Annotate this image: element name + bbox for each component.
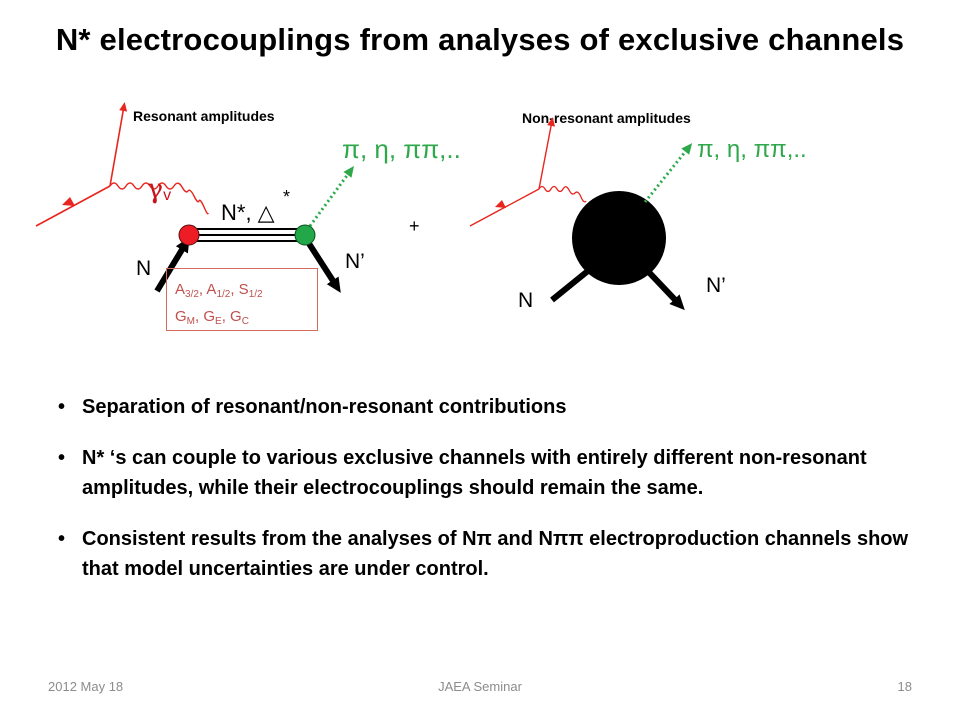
electron-out-line	[109, 102, 128, 187]
footer-page-number: 18	[897, 679, 912, 694]
nonresonant-blob	[572, 191, 666, 285]
products-label-nonresonant: π, η, ππ,..	[697, 136, 807, 163]
nucleon-in-line-nr	[550, 261, 600, 303]
virtual-photon-line-nr	[538, 185, 587, 203]
virtual-photon-line	[109, 182, 209, 215]
form-factor-g3: , G	[221, 308, 242, 325]
form-factor-e-sub: E	[215, 316, 222, 327]
amplitudes-line: A3/2, A1/2, S1/2	[175, 279, 317, 306]
nucleon-out-label: N’	[345, 250, 365, 273]
nucleon-in-label: N	[136, 257, 151, 280]
electron-in-arrow	[62, 197, 75, 206]
gamma-subscript: v	[163, 187, 171, 204]
electron-out-line-nr	[538, 117, 555, 190]
nonresonant-amplitudes-label: Non-resonant amplitudes	[522, 110, 691, 126]
vertex-red	[178, 224, 200, 246]
form-factor-m-sub: M	[186, 316, 196, 327]
coupling-a: A	[175, 281, 186, 298]
electron-in-line	[35, 185, 111, 227]
form-factor-g2: , G	[195, 308, 216, 325]
bullet-list: Separation of resonant/non-resonant cont…	[58, 392, 938, 605]
resonance-label: N*, △	[221, 200, 275, 225]
coupling-a2: , A	[198, 281, 217, 298]
feynman-diagrams: Resonant amplitudes γv N*, △ * N N’ π, η…	[35, 102, 807, 312]
bullet-item: Separation of resonant/non-resonant cont…	[58, 392, 938, 422]
electron-in-arrow-nr	[495, 200, 506, 208]
meson-out-line-nonresonant	[643, 143, 693, 203]
coupling-s: , S	[230, 281, 249, 298]
form-factors-line: GM, GE, GC	[175, 306, 317, 333]
coupling-s12-sub: 1/2	[248, 289, 263, 300]
coupling-a32-sub: 3/2	[185, 289, 199, 300]
meson-out-line-resonant	[308, 165, 354, 227]
gamma-v-label: γv	[147, 174, 171, 205]
gamma-symbol: γ	[147, 174, 163, 205]
nucleon-in-label-nr: N	[518, 289, 533, 312]
vertex-green	[294, 224, 316, 246]
coupling-a12-sub: 1/2	[216, 289, 231, 300]
nucleon-out-label-nr: N’	[706, 274, 726, 297]
nucleon-in-line	[154, 237, 190, 293]
bullet-item: Consistent results from the analyses of …	[58, 524, 938, 584]
plus-sign: +	[409, 216, 420, 236]
resonant-amplitudes-label: Resonant amplitudes	[133, 108, 275, 124]
form-factor-g: G	[175, 308, 187, 325]
electrocoupling-box: A3/2, A1/2, S1/2 GM, GE, GC	[166, 268, 318, 331]
nucleon-out-line	[305, 240, 341, 293]
footer-event: JAEA Seminar	[438, 679, 522, 694]
bullet-item: N* ‘s can couple to various exclusive ch…	[58, 443, 938, 503]
form-factor-c-sub: C	[241, 316, 249, 327]
footer-date: 2012 May 18	[48, 679, 124, 694]
resonance-star: *	[283, 187, 290, 207]
nucleon-out-line-nr	[640, 263, 685, 311]
products-label-resonant: π, η, ππ,..	[342, 134, 461, 164]
slide-title: N* electrocouplings from analyses of exc…	[55, 22, 905, 57]
